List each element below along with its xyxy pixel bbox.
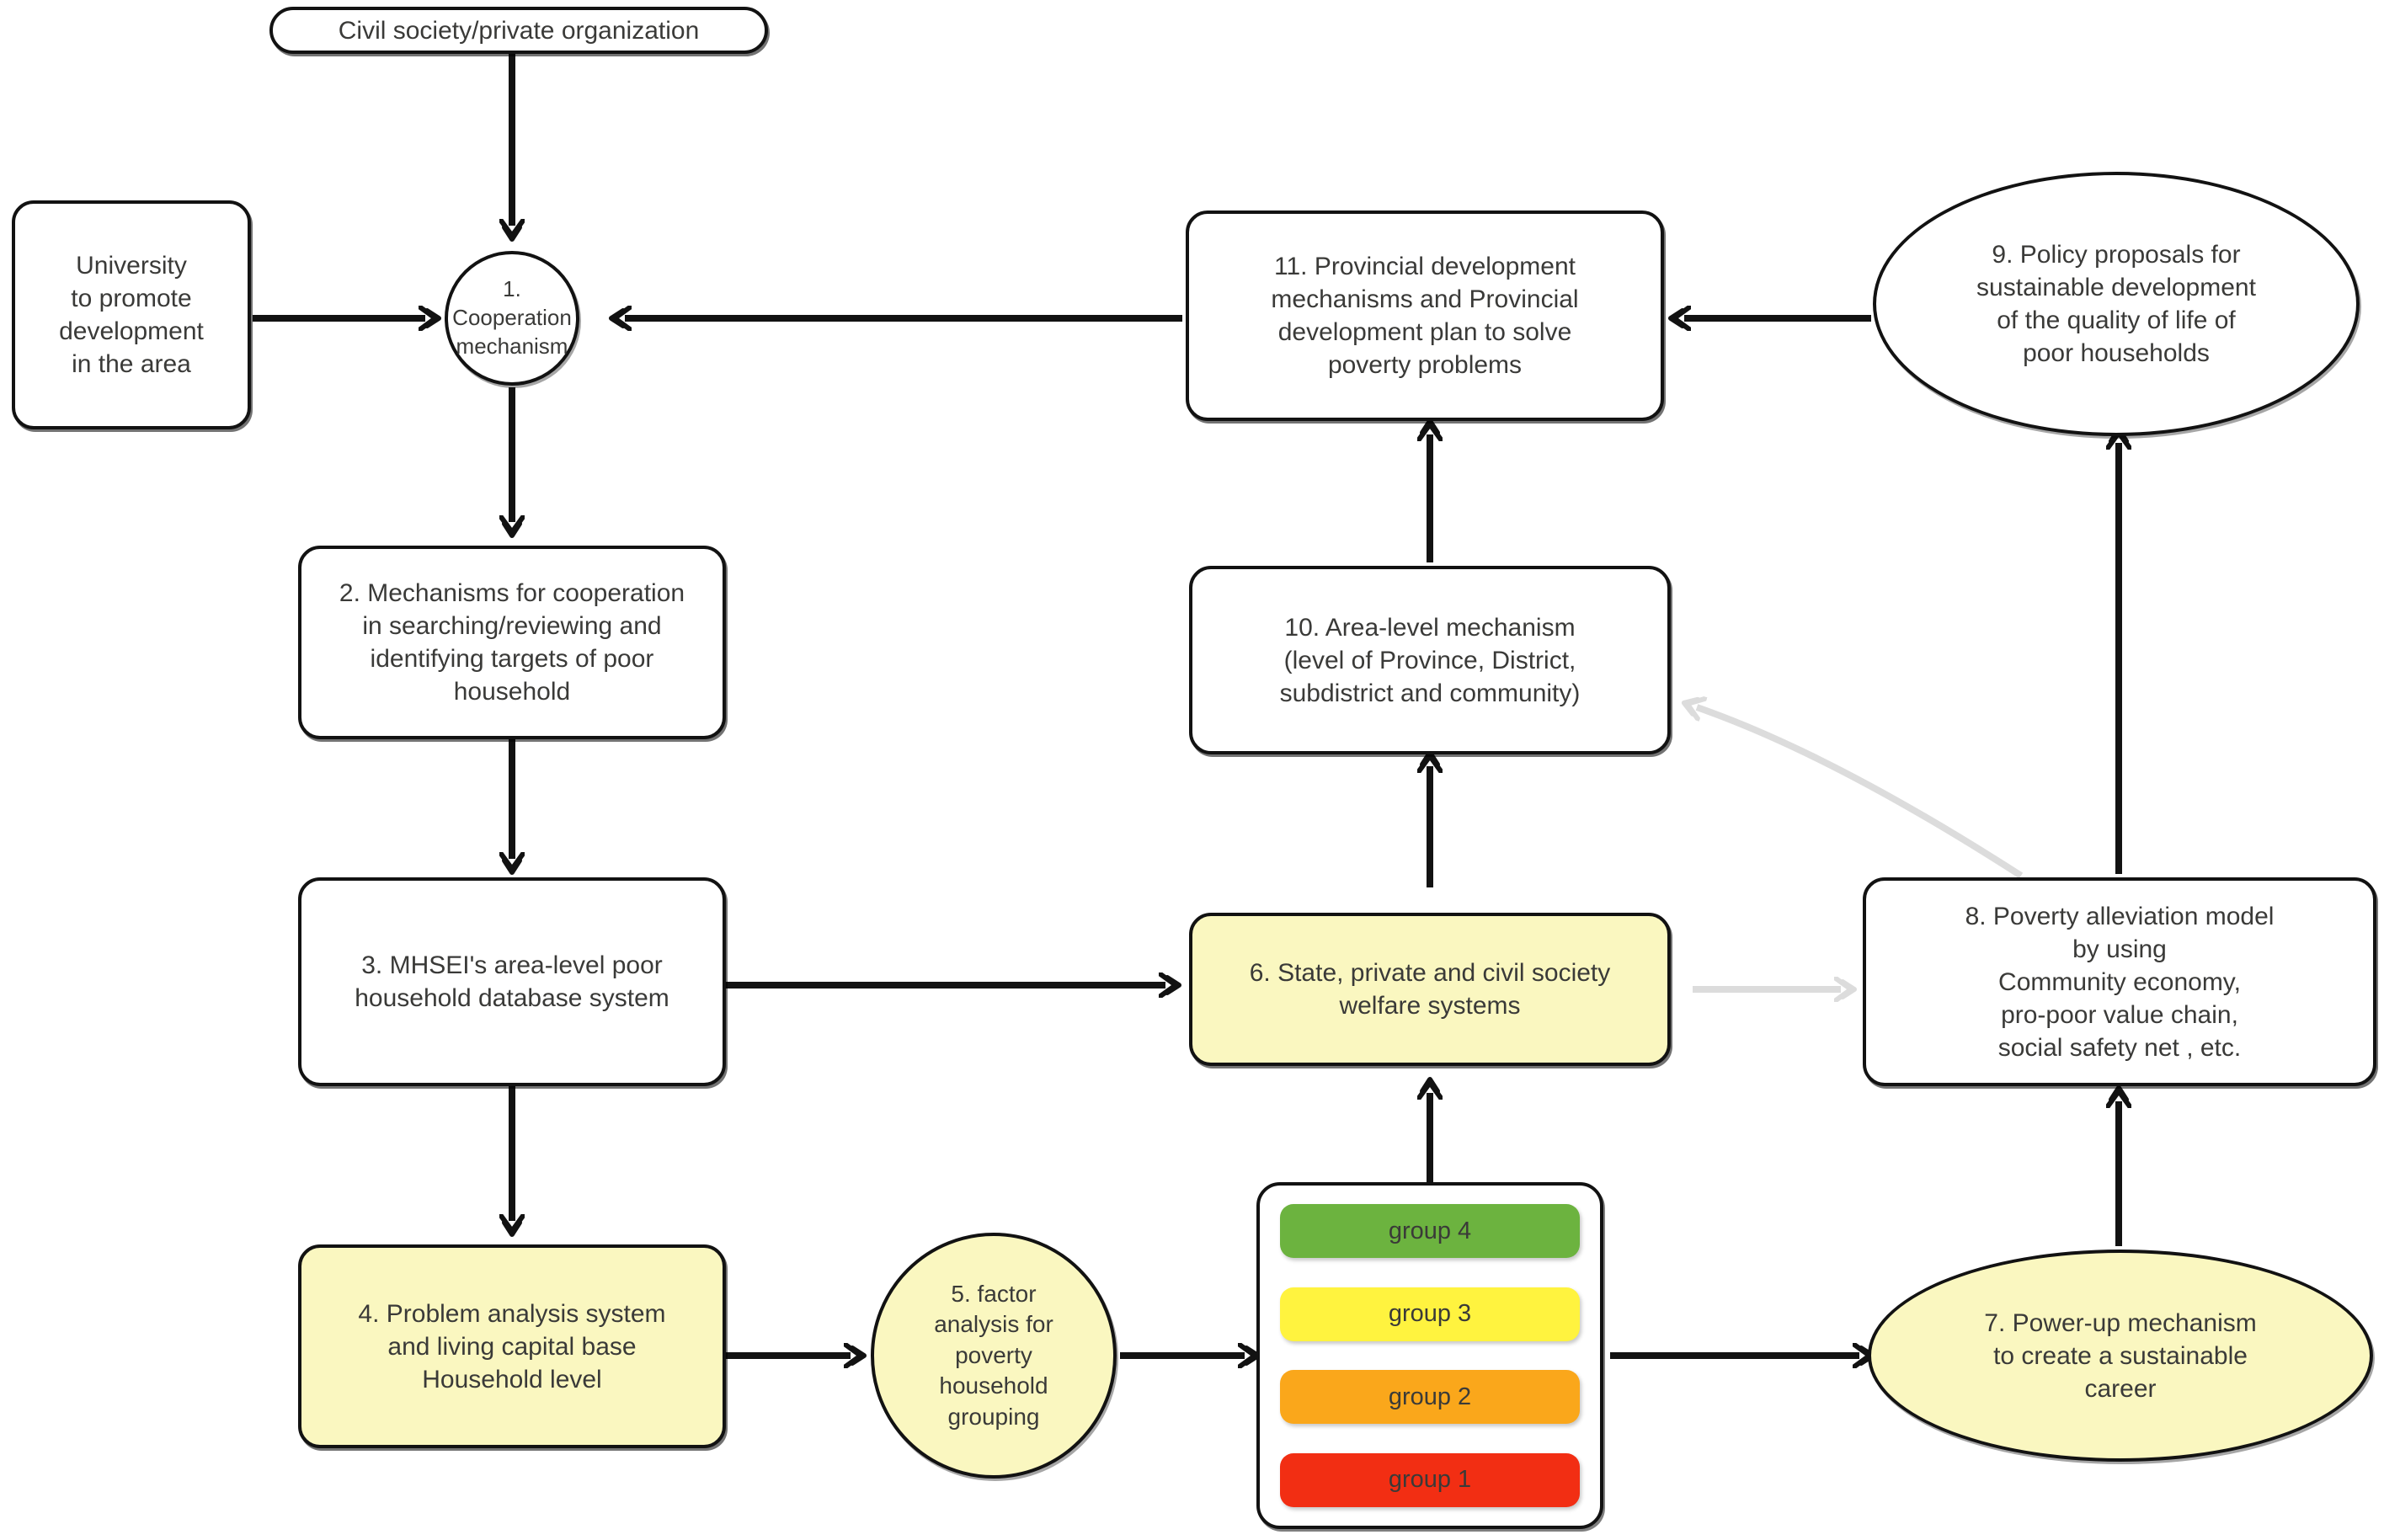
node-10-area-level-mechanism[interactable]: 10. Area-level mechanism (level of Provi… [1189,566,1671,754]
group-panel[interactable]: group 4 group 3 group 2 group 1 [1256,1182,1603,1529]
chip-group-2[interactable]: group 2 [1280,1370,1580,1425]
chip-group-3[interactable]: group 3 [1280,1287,1580,1341]
node-9-policy-proposals[interactable]: 9. Policy proposals for sustainable deve… [1873,172,2360,436]
node-4-problem-analysis[interactable]: 4. Problem analysis system and living ca… [298,1244,726,1448]
edge-8-to-10-faded [1697,707,2024,879]
node-university[interactable]: University to promote development in the… [12,200,251,429]
node-3-mhsei-database[interactable]: 3. MHSEI's area-level poor household dat… [298,877,726,1086]
node-2-cooperation-mechanisms[interactable]: 2. Mechanisms for cooperation in searchi… [298,546,726,739]
node-7-power-up-mechanism[interactable]: 7. Power-up mechanism to create a sustai… [1868,1250,2373,1462]
node-civil-society[interactable]: Civil society/private organization [269,7,768,54]
node-1-cooperation-mechanism[interactable]: 1. Cooperation mechanism [445,251,579,386]
node-6-welfare-systems[interactable]: 6. State, private and civil society welf… [1189,913,1671,1066]
node-8-poverty-alleviation-model[interactable]: 8. Poverty alleviation model by using Co… [1863,877,2376,1086]
chip-group-1[interactable]: group 1 [1280,1452,1580,1507]
node-11-provincial-development[interactable]: 11. Provincial development mechanisms an… [1186,210,1664,421]
node-5-factor-analysis[interactable]: 5. factor analysis for poverty household… [871,1233,1117,1479]
chip-group-4[interactable]: group 4 [1280,1204,1580,1258]
